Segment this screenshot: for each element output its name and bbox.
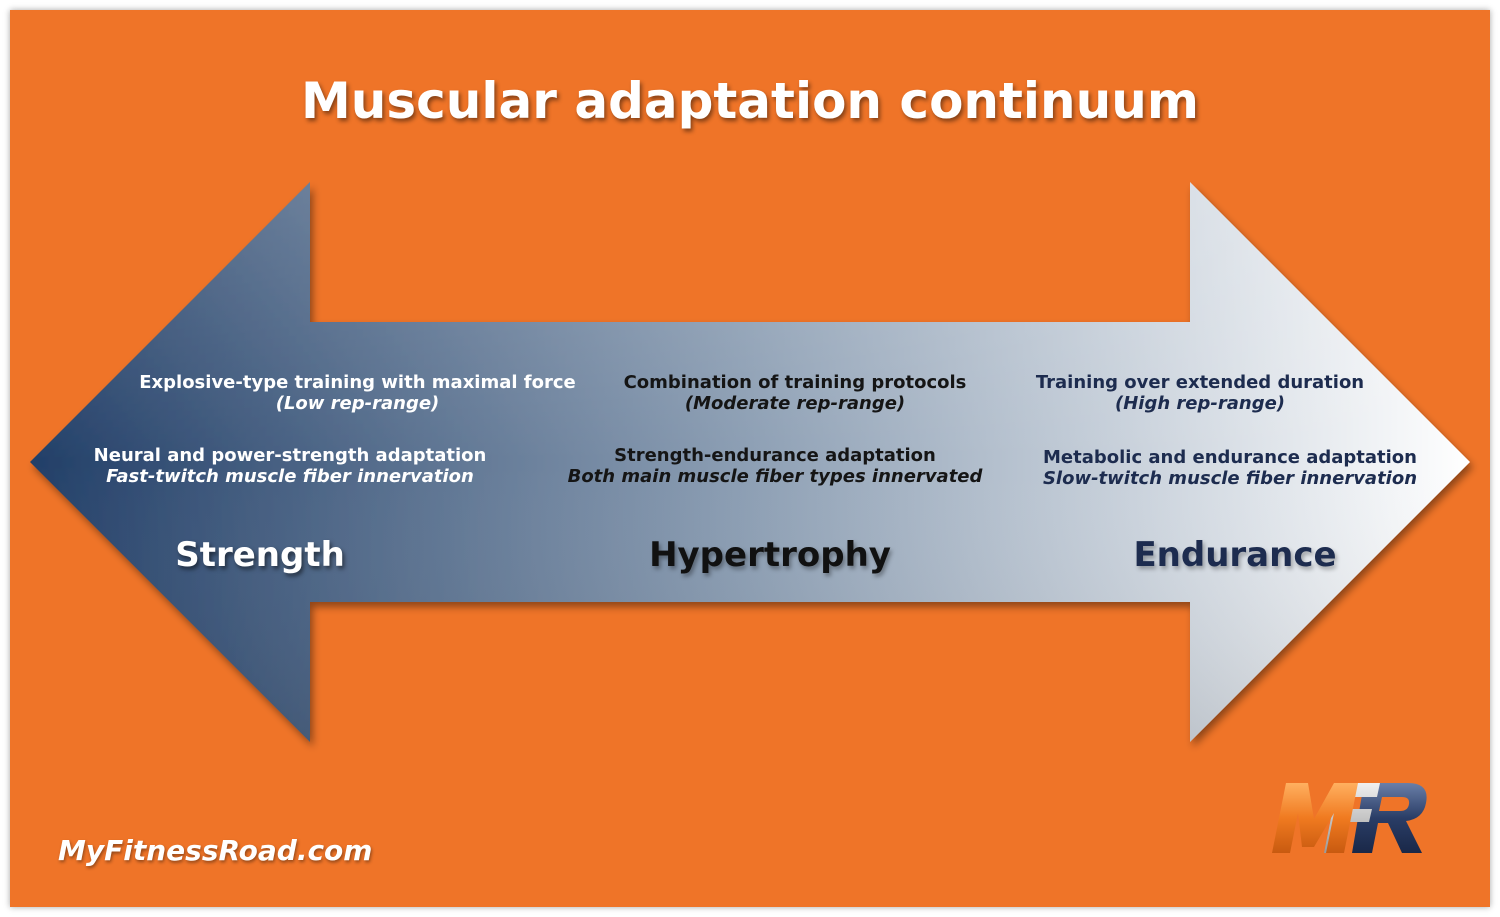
stage-label-hypertrophy: Hypertrophy (649, 535, 891, 575)
website-label: MyFitnessRoad.com (58, 834, 373, 867)
endurance-adaptation-text: Metabolic and endurance adaptation Slow-… (1042, 447, 1418, 489)
endurance-training-text: Training over extended duration (High re… (1035, 372, 1365, 414)
mfr-logo (1272, 783, 1427, 853)
strength-training-text: Explosive-type training with maximal for… (139, 372, 576, 414)
stage-label-strength: Strength (175, 535, 345, 575)
stage-label-endurance: Endurance (1133, 535, 1337, 575)
hypertrophy-adaptation-text: Strength-endurance adaptation Both main … (567, 445, 983, 487)
page-title: Muscular adaptation continuum (301, 72, 1199, 130)
strength-adaptation-text: Neural and power-strength adaptation Fas… (93, 445, 487, 487)
hypertrophy-training-text: Combination of training protocols (Moder… (623, 372, 967, 414)
